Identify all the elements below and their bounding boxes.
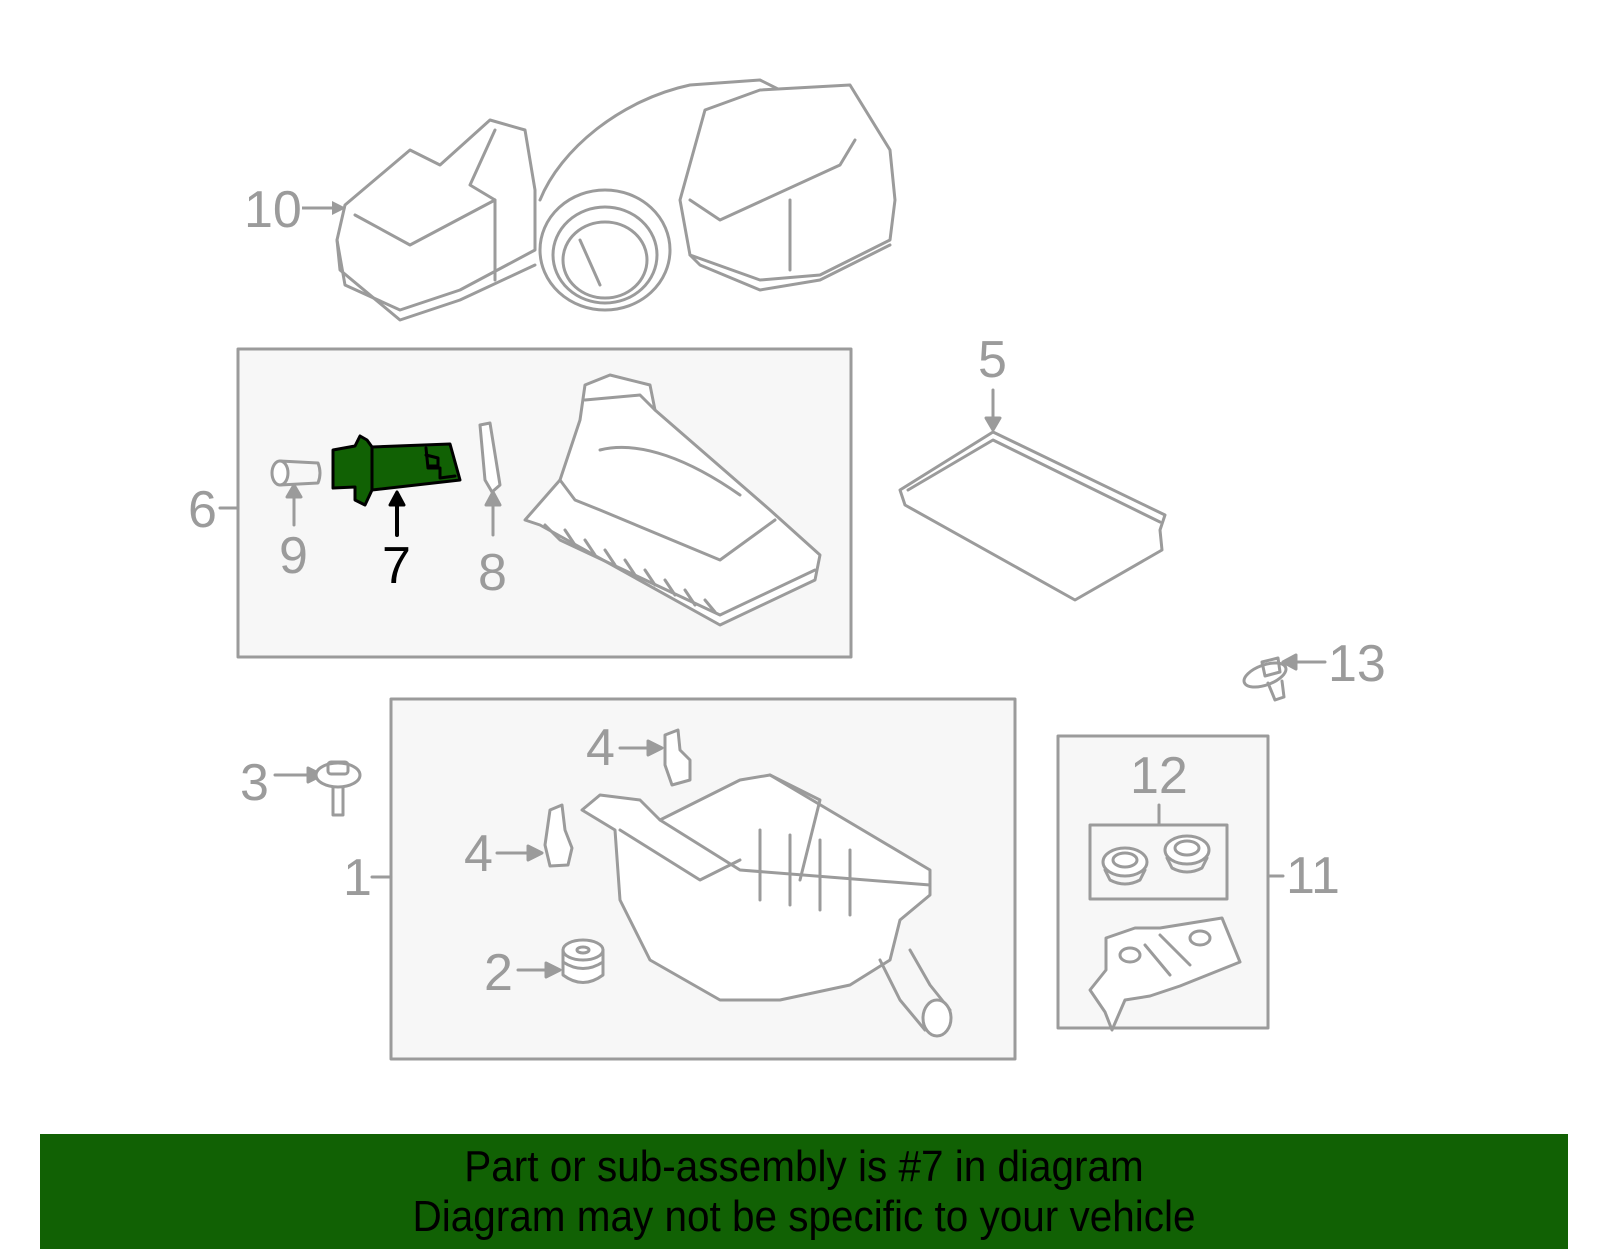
part-12-grommets[interactable]	[1101, 834, 1211, 886]
part-3-bolt[interactable]	[273, 760, 362, 817]
banner-part-note: Part or sub-assembly is #7 in diagram	[464, 1142, 1144, 1191]
callout-10[interactable]: 10	[244, 181, 302, 239]
part-9-pin[interactable]	[270, 459, 322, 527]
callout-1[interactable]: 1	[343, 849, 372, 907]
part-13-push-pin[interactable]	[1241, 653, 1327, 702]
part-2-grommet[interactable]	[516, 938, 605, 984]
callout-5[interactable]: 5	[978, 331, 1007, 389]
callout-7-highlighted[interactable]: 7	[382, 537, 411, 595]
info-banner: Part or sub-assembly is #7 in diagram Di…	[40, 1134, 1568, 1249]
callout-2[interactable]: 2	[484, 944, 513, 1002]
callout-6[interactable]: 6	[188, 481, 217, 539]
part-5-air-filter[interactable]	[898, 388, 1167, 602]
callout-13[interactable]: 13	[1328, 635, 1386, 693]
part-4-clip-lower[interactable]	[495, 803, 574, 868]
part-11-bracket[interactable]	[1088, 916, 1242, 1032]
callout-4-lower[interactable]: 4	[464, 825, 493, 883]
arrow-icon	[302, 201, 346, 215]
air-cleaner-housing[interactable]	[580, 773, 953, 1038]
part-7-mass-air-flow-sensor[interactable]	[331, 434, 462, 537]
banner-disclaimer: Diagram may not be specific to your vehi…	[412, 1192, 1196, 1241]
part-4-clip-upper[interactable]	[618, 728, 692, 787]
callout-12[interactable]: 12	[1130, 747, 1188, 805]
part-8-seal[interactable]	[478, 421, 502, 537]
callout-4-upper[interactable]: 4	[586, 719, 615, 777]
callout-3[interactable]: 3	[240, 754, 269, 812]
part-10-air-duct[interactable]	[335, 78, 897, 322]
callout-11[interactable]: 11	[1286, 847, 1340, 905]
air-cleaner-cover[interactable]	[523, 373, 822, 627]
callout-8[interactable]: 8	[478, 544, 507, 602]
callout-9[interactable]: 9	[279, 527, 308, 585]
